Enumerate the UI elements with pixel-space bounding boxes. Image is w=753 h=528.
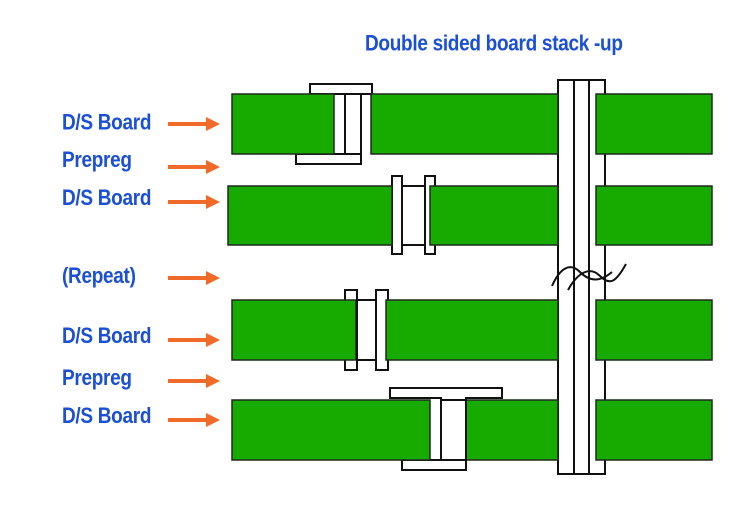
via-through-hole [557, 79, 575, 475]
board-1-seg-a [231, 93, 335, 155]
arrow-icon [168, 195, 220, 209]
board-3-seg-a [231, 299, 357, 361]
arrow-icon [168, 271, 220, 285]
arrow-icon [168, 413, 220, 427]
layer-label-prepreg-1: Prepreg [62, 148, 132, 173]
board-3-seg-c [595, 299, 713, 361]
layer-label-ds-board-1: D/S Board [62, 111, 152, 136]
break-mark-icon [551, 263, 627, 291]
boards [227, 93, 713, 461]
arrows [168, 117, 220, 427]
via-barrel-4 [440, 399, 467, 461]
board-4-seg-a [231, 399, 431, 461]
layer-label-repeat: (Repeat) [62, 264, 136, 289]
via-barrel-through [573, 79, 590, 475]
layer-label-prepreg-2: Prepreg [62, 366, 132, 391]
arrow-icon [168, 374, 220, 388]
board-3-seg-b [385, 299, 559, 361]
board-1-seg-b [370, 93, 559, 155]
arrow-icon [168, 160, 220, 174]
via-barrel-1 [344, 93, 362, 155]
arrow-icon [168, 333, 220, 347]
board-2-seg-c [595, 185, 713, 246]
via-barrels [344, 79, 590, 475]
diagram-title: Double sided board stack -up [365, 32, 623, 57]
via-barrel-3 [356, 299, 377, 361]
board-1-seg-c [595, 93, 713, 155]
arrow-icon [168, 117, 220, 131]
layer-label-ds-board-2: D/S Board [62, 186, 152, 211]
board-4-seg-b [464, 399, 559, 461]
board-2-seg-b [429, 185, 559, 246]
layer-label-ds-board-3: D/S Board [62, 324, 152, 349]
via-barrel-2 [401, 185, 426, 246]
layer-label-ds-board-4: D/S Board [62, 404, 152, 429]
board-2-seg-a [227, 185, 393, 246]
via-board-2 [391, 175, 403, 255]
board-4-seg-c [595, 399, 713, 461]
